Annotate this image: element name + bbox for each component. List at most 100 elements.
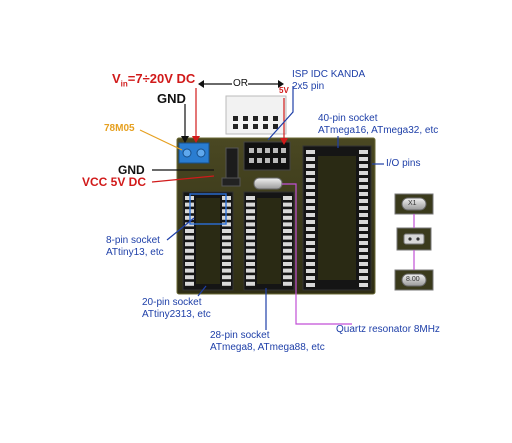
socket-pin bbox=[306, 255, 315, 259]
socket-pin bbox=[359, 171, 368, 175]
socket-pin bbox=[185, 275, 194, 280]
isp-pin bbox=[265, 148, 270, 153]
socket-pin bbox=[185, 268, 194, 273]
socket-pin bbox=[246, 275, 255, 280]
socket-pin bbox=[185, 262, 194, 266]
socket-pin bbox=[306, 276, 315, 280]
socket-40-pin bbox=[302, 145, 372, 291]
isp-pin bbox=[257, 158, 262, 163]
socket-pin bbox=[306, 248, 315, 252]
isp-pin bbox=[281, 148, 286, 153]
crystal-option-top bbox=[394, 193, 434, 215]
vin-label: Vin=7÷20V DC bbox=[112, 71, 196, 89]
socket-pin bbox=[283, 255, 292, 260]
socket-pin bbox=[359, 157, 368, 161]
crystal-option-bottom bbox=[394, 269, 434, 291]
isp-header bbox=[243, 141, 291, 171]
socket-pin bbox=[306, 241, 315, 245]
socket-pin bbox=[222, 268, 231, 273]
socket-pin bbox=[246, 209, 255, 214]
socket-pin bbox=[283, 242, 292, 247]
socket-pin bbox=[185, 248, 194, 253]
socket-pin bbox=[306, 206, 315, 210]
socket-pin bbox=[306, 171, 315, 175]
socket-pin bbox=[359, 248, 368, 252]
gnd-top-label: GND bbox=[157, 91, 186, 106]
socket-pin bbox=[306, 234, 315, 238]
leader-lines bbox=[139, 80, 415, 330]
socket-pin bbox=[283, 268, 292, 273]
socket40-subtitle: ATmega16, ATmega32, etc bbox=[318, 125, 439, 136]
socket-pin bbox=[306, 283, 315, 287]
socket-pin bbox=[306, 199, 315, 203]
socket-pin bbox=[246, 242, 255, 247]
socket-pin bbox=[283, 248, 292, 253]
crystal-bottom-marking: 8.00 bbox=[406, 276, 420, 283]
socket-pin bbox=[359, 269, 368, 273]
crystal-onboard bbox=[253, 177, 283, 190]
socket40-title: 40-pin socket bbox=[318, 113, 378, 124]
socket-pin bbox=[222, 275, 231, 280]
socket-28-pin bbox=[243, 191, 295, 291]
socket-pin bbox=[283, 215, 292, 220]
isp-pin bbox=[273, 148, 278, 153]
regulator-78m05 bbox=[178, 142, 210, 164]
socket-pin bbox=[306, 164, 315, 168]
or-label: OR bbox=[233, 78, 248, 89]
socket8-subtitle: ATtiny13, etc bbox=[106, 247, 164, 258]
io-pins-label: I/O pins bbox=[386, 158, 421, 169]
socket-pin bbox=[359, 206, 368, 210]
legend-pin bbox=[263, 124, 268, 129]
socket-pin bbox=[222, 281, 231, 286]
isp-pin bbox=[281, 158, 286, 163]
legend-pin bbox=[233, 116, 238, 121]
socket-pin bbox=[283, 235, 292, 240]
socket-pin bbox=[359, 164, 368, 168]
socket-pin bbox=[283, 202, 292, 207]
socket-pin bbox=[359, 283, 368, 287]
socket8-title: 8-pin socket bbox=[106, 235, 160, 246]
socket-pin bbox=[306, 192, 315, 196]
socket-pin bbox=[306, 185, 315, 189]
socket-pin bbox=[359, 241, 368, 245]
legend-pin bbox=[233, 124, 238, 129]
legend-pin bbox=[253, 116, 258, 121]
socket-20-pin bbox=[182, 191, 234, 291]
socket-pin bbox=[222, 255, 231, 260]
isp-title: ISP IDC KANDA bbox=[292, 69, 366, 80]
socket-pin bbox=[359, 199, 368, 203]
socket-pin bbox=[359, 276, 368, 280]
socket-pin bbox=[185, 242, 194, 247]
socket-pin bbox=[246, 235, 255, 240]
gnd-mid-label: GND bbox=[118, 163, 145, 177]
socket-pin bbox=[283, 262, 292, 266]
crystal-option-middle bbox=[396, 227, 432, 251]
socket-pin bbox=[306, 157, 315, 161]
socket-pin bbox=[246, 248, 255, 253]
socket-pin bbox=[246, 255, 255, 260]
isp-pin-legend bbox=[225, 95, 287, 135]
isp-pin bbox=[249, 148, 254, 153]
legend-pin bbox=[273, 124, 278, 129]
socket-pin bbox=[222, 248, 231, 253]
socket-pin bbox=[359, 255, 368, 259]
socket28-subtitle: ATmega8, ATmega88, etc bbox=[210, 342, 325, 353]
socket-pin bbox=[306, 269, 315, 273]
regulator-label: 78M05 bbox=[104, 123, 135, 134]
isp-pin bbox=[257, 148, 262, 153]
socket-pin bbox=[246, 196, 255, 200]
socket-pin bbox=[246, 281, 255, 286]
power-jumper bbox=[225, 147, 239, 179]
socket-pin bbox=[185, 281, 194, 286]
socket-pin bbox=[306, 220, 315, 224]
socket-pin bbox=[246, 262, 255, 266]
socket-pin bbox=[222, 235, 231, 240]
isp-pin bbox=[265, 158, 270, 163]
socket-pin bbox=[246, 229, 255, 233]
legend-pin bbox=[243, 116, 248, 121]
socket-pin bbox=[283, 196, 292, 200]
socket-pin bbox=[359, 192, 368, 196]
socket20-title: 20-pin socket bbox=[142, 297, 202, 308]
socket28-title: 28-pin socket bbox=[210, 330, 270, 341]
